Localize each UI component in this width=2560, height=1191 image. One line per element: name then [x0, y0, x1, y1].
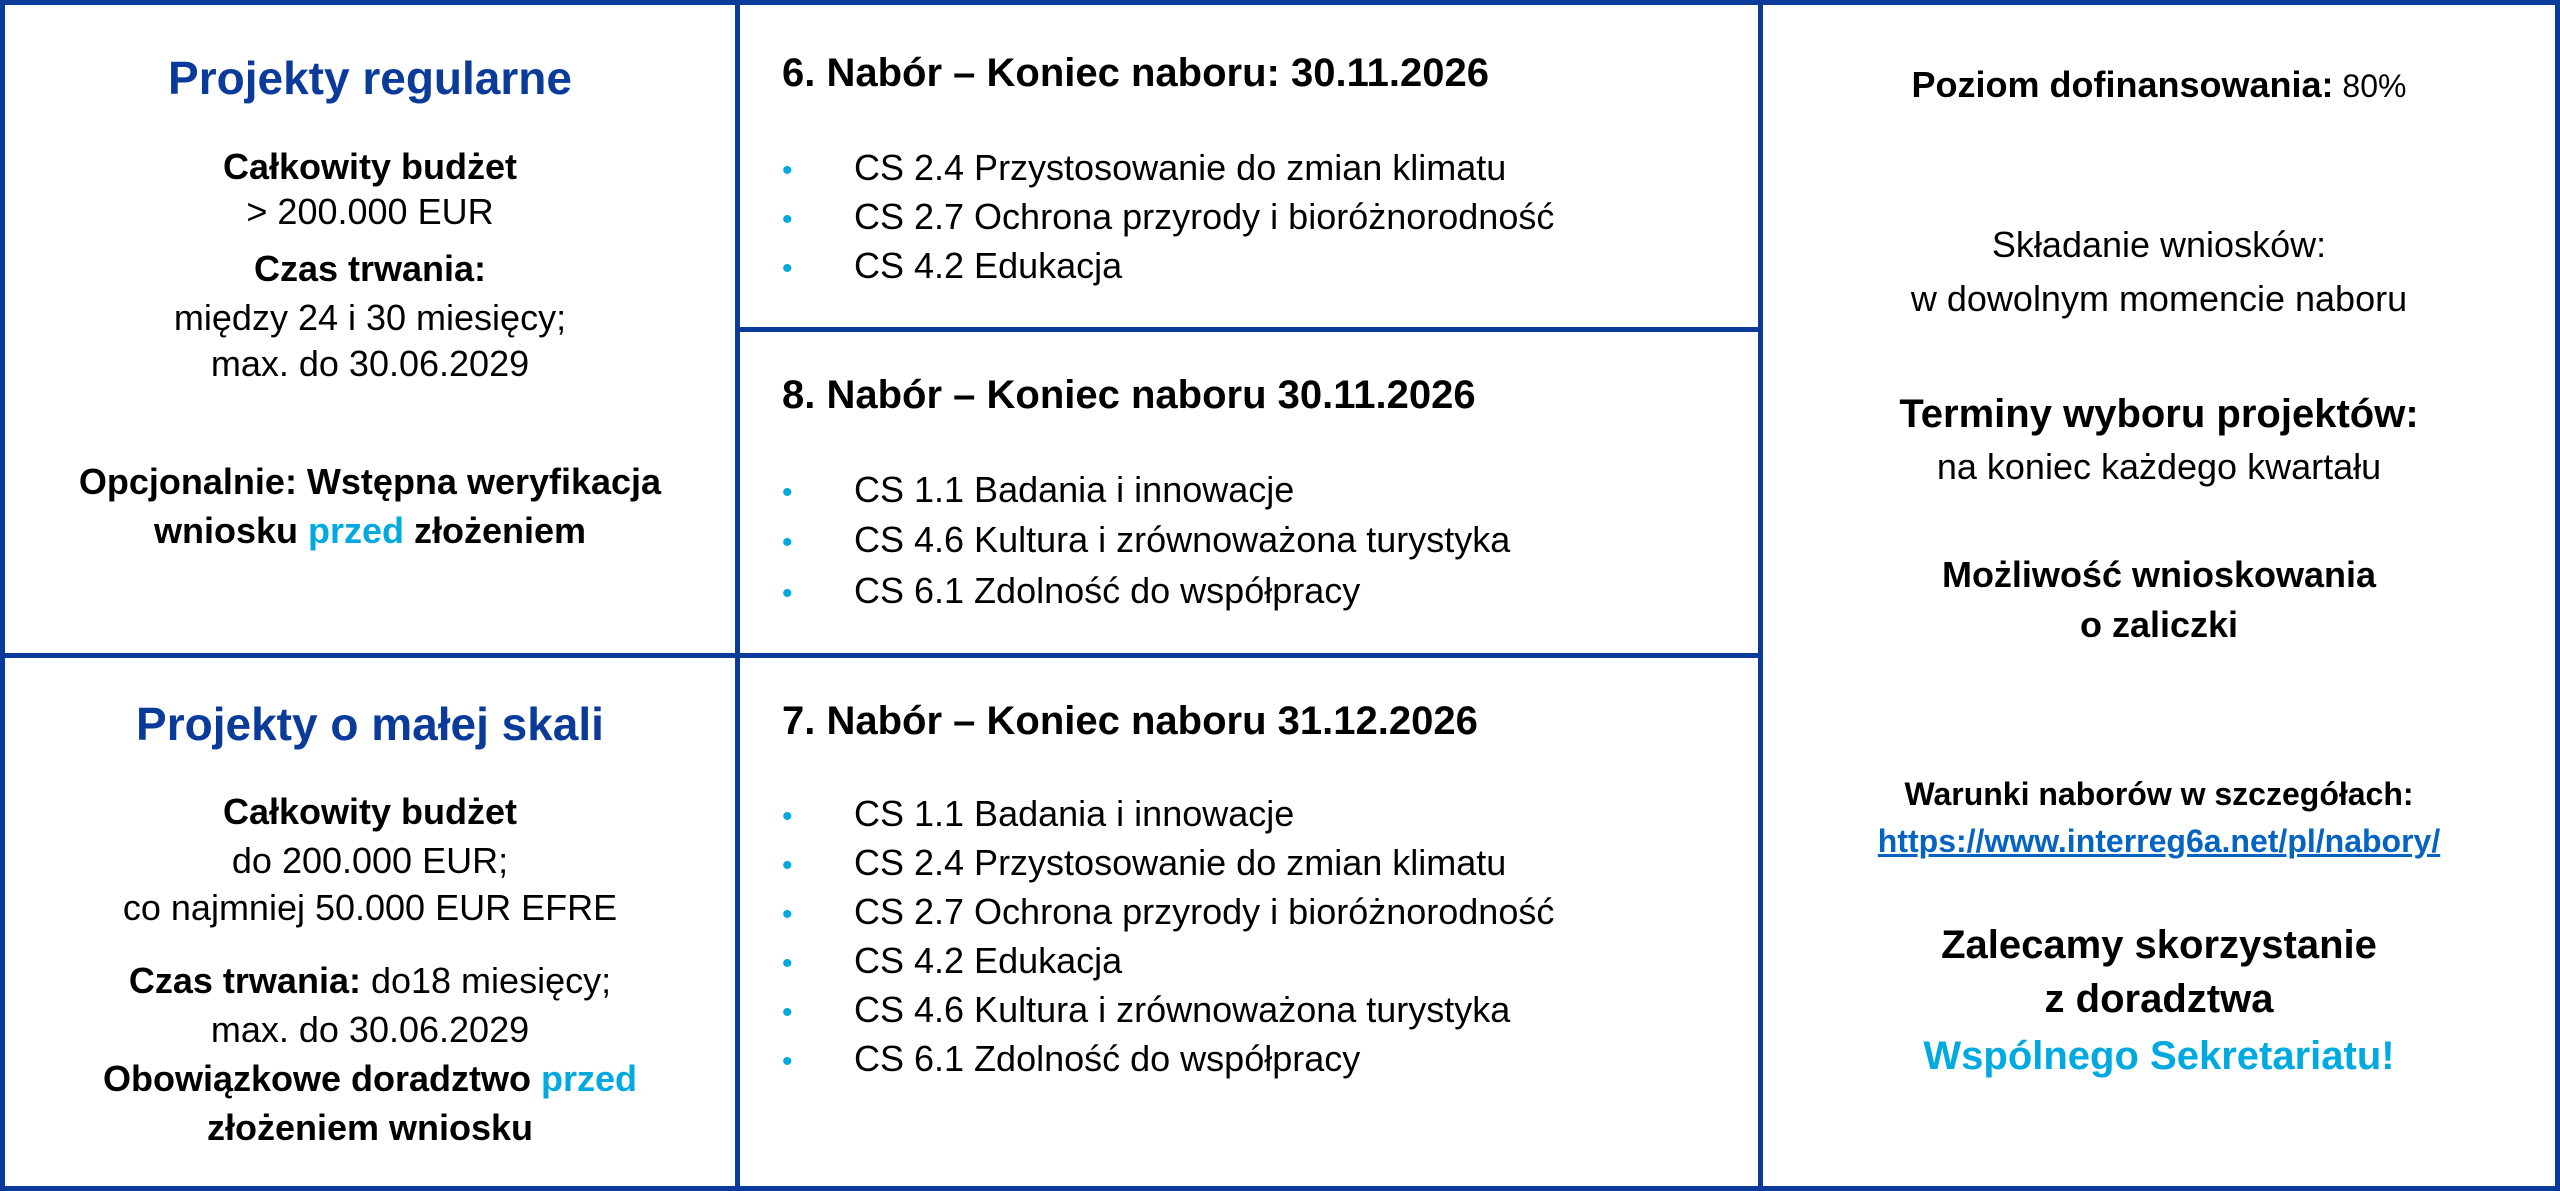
list-item-label: CS 6.1 Zdolność do współpracy — [854, 570, 1361, 611]
call-heading: 7. Nabór – Koniec naboru 31.12.2026 — [782, 699, 1478, 743]
small-mandatory-advice: Obowiązkowe doradztwo przed — [5, 1056, 735, 1102]
list-item: • CS 2.4 Przystosowanie do zmian klimatu — [782, 840, 1506, 889]
list-item-label: CS 4.2 Edukacja — [854, 940, 1123, 981]
list-item-label: CS 1.1 Badania i innowacje — [854, 469, 1295, 510]
call-heading: 6. Nabór – Koniec naboru: 30.11.2026 — [782, 51, 1489, 95]
submission-value: w dowolnym momencie naboru — [1910, 278, 2408, 319]
regular-projects-panel: Projekty regularne Całkowity budżet > 20… — [0, 0, 740, 658]
list-item: • CS 2.7 Ochrona przyrody i bioróżnorodno… — [782, 889, 1554, 938]
recommend-3: Wspólnego Sekretariatu! — [1923, 1034, 2395, 1078]
regular-duration-label: Czas trwania: — [253, 248, 487, 289]
selection-label: Terminy wyboru projektów: — [1899, 392, 2419, 436]
conditions-link-row: https://www.interreg6a.net/pl/nabory/ — [1763, 818, 2555, 864]
list-item-label: CS 4.6 Kultura i zrównoważona turystyka — [854, 519, 1511, 560]
info-panel: Poziom dofinansowania: 80% Składanie wni… — [1758, 0, 2560, 1191]
bullet-icon: • — [782, 154, 793, 187]
list-item: • CS 2.4 Przystosowanie do zmian klimatu — [782, 145, 1506, 194]
small-projects-title: Projekty o małej skali — [136, 698, 604, 750]
call-heading: 8. Nabór – Koniec naboru 30.11.2026 — [782, 373, 1476, 417]
bullet-icon: • — [782, 996, 793, 1029]
regular-budget-label: Całkowity budżet — [222, 146, 518, 187]
list-item: • CS 6.1 Zdolność do współpracy — [782, 1036, 1360, 1085]
list-item-label: CS 2.7 Ochrona przyrody i bioróżnorodnoś… — [854, 891, 1555, 932]
recommend-2: z doradztwa — [2044, 977, 2274, 1021]
text: Obowiązkowe doradztwo — [102, 1058, 541, 1099]
list-item-label: CS 6.1 Zdolność do współpracy — [854, 1038, 1361, 1079]
bullet-icon: • — [782, 898, 793, 931]
small-duration-max: max. do 30.06.2029 — [210, 1009, 530, 1050]
list-item: • CS 1.1 Badania i innowacje — [782, 791, 1294, 840]
regular-duration-max: max. do 30.06.2029 — [210, 343, 530, 384]
highlight-before: przed — [541, 1058, 638, 1099]
bullet-icon: • — [782, 947, 793, 980]
cofinancing-label: Poziom dofinansowania: — [1911, 64, 2334, 105]
list-item: • CS 4.2 Edukacja — [782, 938, 1122, 987]
small-mandatory-advice-2: złożeniem wniosku — [206, 1107, 534, 1148]
regular-optional-verification: Opcjonalnie: Wstępna weryfikacja — [78, 461, 662, 502]
list-item: • CS 2.7 Ochrona przyrody i bioróżnorodno… — [782, 194, 1554, 243]
cofinancing-value: 80% — [2333, 68, 2407, 104]
cofinancing-level: Poziom dofinansowania: 80% — [1763, 62, 2555, 109]
regular-duration-value: między 24 i 30 miesięcy; — [173, 297, 567, 338]
bullet-icon: • — [782, 577, 793, 610]
text: wniosku — [153, 510, 308, 551]
bullet-icon: • — [782, 252, 793, 285]
bullet-icon: • — [782, 476, 793, 509]
small-budget-efre: co najmniej 50.000 EUR EFRE — [122, 887, 618, 928]
conditions-label: Warunki naborów w szczegółach: — [1904, 776, 2414, 812]
list-item-label: CS 2.7 Ochrona przyrody i bioróżnorodnoś… — [854, 196, 1555, 237]
bullet-icon: • — [782, 1045, 793, 1078]
regular-projects-title: Projekty regularne — [168, 52, 572, 104]
list-item-label: CS 2.4 Przystosowanie do zmian klimatu — [854, 842, 1507, 883]
advance-payment-2: o zaliczki — [2079, 604, 2239, 645]
list-item: • CS 4.6 Kultura i zrównoważona turystyka — [782, 517, 1510, 566]
bullet-icon: • — [782, 849, 793, 882]
small-duration-label: Czas trwania: — [128, 960, 361, 1001]
highlight-before: przed — [307, 510, 404, 551]
submission-label: Składanie wniosków: — [1991, 224, 2327, 265]
list-item: • CS 6.1 Zdolność do współpracy — [782, 568, 1360, 617]
small-budget-label: Całkowity budżet — [222, 791, 518, 832]
call-7-panel: 7. Nabór – Koniec naboru 31.12.2026 • CS … — [735, 653, 1763, 1191]
advance-payment-1: Możliwość wnioskowania — [1941, 554, 2377, 595]
recommend-1: Zalecamy skorzystanie — [1941, 923, 2377, 967]
bullet-icon: • — [782, 800, 793, 833]
regular-optional-verification-2: wniosku przed złożeniem — [5, 508, 735, 554]
small-duration: Czas trwania: do18 miesięcy; — [5, 958, 735, 1004]
conditions-link[interactable]: https://www.interreg6a.net/pl/nabory/ — [1877, 823, 2441, 859]
call-8-panel: 8. Nabór – Koniec naboru 30.11.2026 • CS … — [735, 327, 1763, 658]
small-projects-panel: Projekty o małej skali Całkowity budżet … — [0, 653, 740, 1191]
list-item: • CS 1.1 Badania i innowacje — [782, 467, 1294, 516]
list-item-label: CS 2.4 Przystosowanie do zmian klimatu — [854, 147, 1507, 188]
list-item: • CS 4.2 Edukacja — [782, 243, 1122, 292]
bullet-icon: • — [782, 203, 793, 236]
text: złożeniem — [404, 510, 587, 551]
list-item-label: CS 1.1 Badania i innowacje — [854, 793, 1295, 834]
list-item-label: CS 4.2 Edukacja — [854, 245, 1123, 286]
small-duration-value: do18 miesięcy; — [360, 960, 612, 1001]
call-6-panel: 6. Nabór – Koniec naboru: 30.11.2026 • CS… — [735, 0, 1763, 332]
regular-budget-value: > 200.000 EUR — [246, 191, 494, 232]
list-item: • CS 4.6 Kultura i zrównoważona turystyka — [782, 987, 1510, 1036]
small-budget-value: do 200.000 EUR; — [231, 840, 509, 881]
bullet-icon: • — [782, 526, 793, 559]
selection-value: na koniec każdego kwartału — [1936, 446, 2382, 487]
list-item-label: CS 4.6 Kultura i zrównoważona turystyka — [854, 989, 1511, 1030]
